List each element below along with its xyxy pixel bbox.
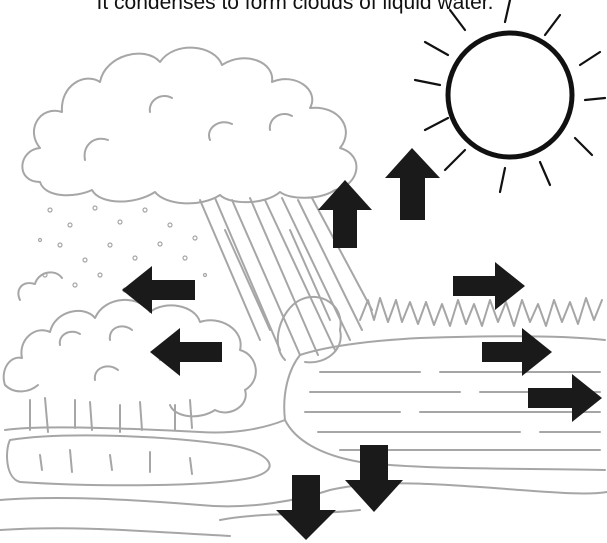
arrow-down-icon <box>345 445 403 512</box>
arrow-left-icon <box>150 328 222 376</box>
snow <box>39 206 207 292</box>
arrows <box>122 148 602 540</box>
conifers <box>360 298 602 326</box>
cloud-icon <box>22 48 356 204</box>
arrow-up-icon <box>385 148 440 220</box>
arrow-up-icon <box>318 180 372 248</box>
sun-icon <box>415 0 605 192</box>
arrow-down-icon <box>276 475 336 540</box>
pond <box>7 435 270 485</box>
arrow-right-icon <box>482 328 552 376</box>
arrow-right-icon <box>528 374 602 422</box>
